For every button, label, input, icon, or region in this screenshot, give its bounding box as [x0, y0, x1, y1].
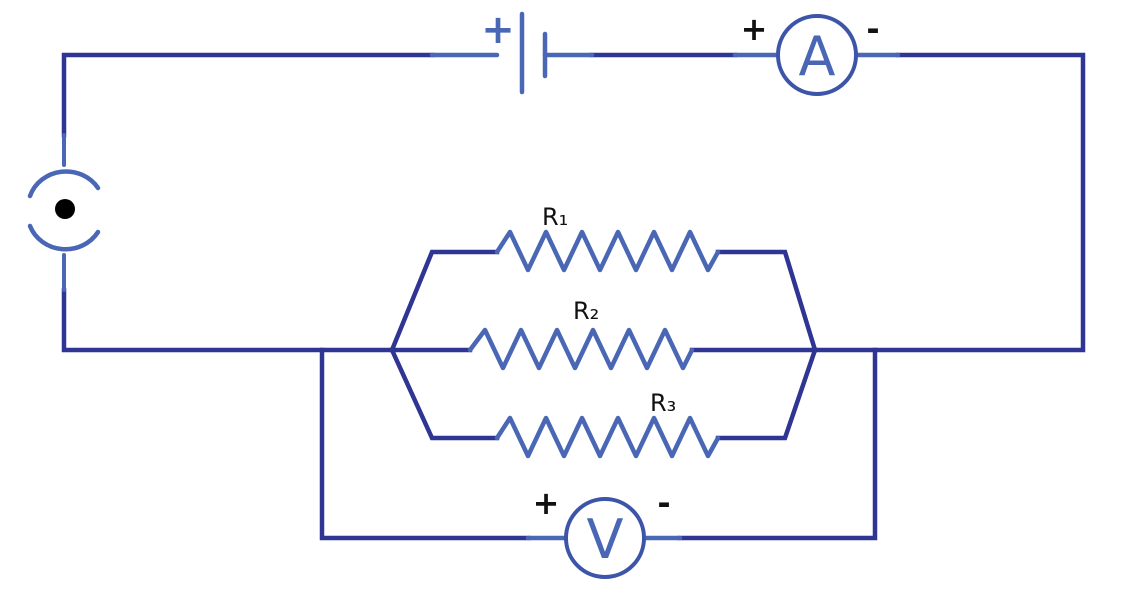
resistor-r1: R₁: [494, 203, 721, 273]
main-circuit-wires: [61, 52, 1086, 353]
ammeter-symbol: A: [799, 25, 836, 88]
voltmeter-branch-wires: [319, 347, 878, 541]
resistor-r3: R₃: [494, 389, 721, 459]
voltmeter-symbol: V: [587, 508, 624, 571]
resistor-r2: R₂: [467, 297, 695, 371]
battery: +: [429, 7, 595, 95]
switch: [27, 133, 101, 292]
ammeter-minus-label: -: [866, 10, 879, 48]
resistor-r2-label: R₂: [573, 297, 599, 325]
parallel-network: [389, 249, 818, 441]
ammeter-plus-label: +: [741, 10, 768, 48]
resistor-r3-label: R₃: [650, 389, 676, 417]
battery-plus-label: +: [481, 7, 515, 53]
voltmeter: V + -: [525, 484, 683, 579]
resistor-r1-label: R₁: [542, 203, 568, 231]
voltmeter-minus-label: -: [657, 484, 670, 522]
ammeter: A + -: [732, 10, 901, 96]
switch-contact-dot: [55, 199, 75, 219]
voltmeter-plus-label: +: [533, 484, 560, 522]
